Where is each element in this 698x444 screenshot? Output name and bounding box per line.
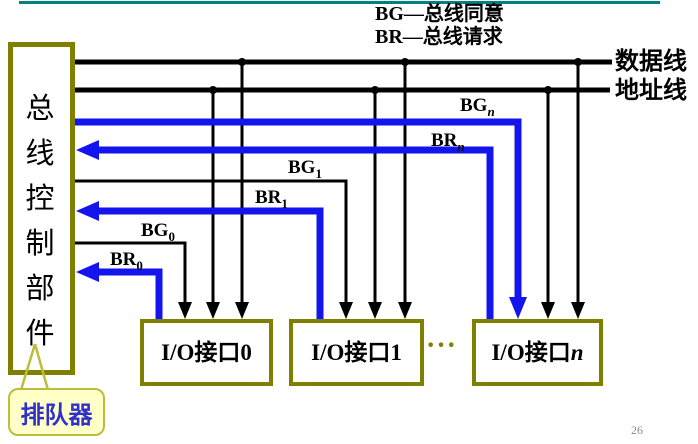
top-divider-bar: [19, 1, 660, 4]
br1-line: [96, 207, 324, 321]
queue-callout-label: 排队器: [20, 402, 93, 429]
io-box-0-label: I/O接口0: [161, 340, 252, 365]
bgn-label: BGn: [460, 95, 495, 119]
blue-arrow-icons: [76, 140, 527, 319]
bg0-line: [75, 241, 187, 304]
callout-pointer: [19, 343, 50, 391]
bg1-line: [75, 179, 348, 304]
down-arrow-icons: [178, 302, 585, 319]
bg1-label: BG1: [288, 157, 322, 181]
br0-line: [96, 268, 163, 321]
io-box-1: [289, 319, 424, 386]
br1-label: BR1: [255, 187, 288, 211]
ellipsis: ···: [426, 330, 458, 361]
brn-line: [96, 146, 494, 321]
queue-callout: 排队器: [8, 388, 105, 436]
address-bus-label: 地址线: [615, 78, 687, 104]
io-box-1-label: I/O接口1: [311, 340, 402, 365]
bus-drop-lines: [211, 62, 580, 304]
io-box-n-label: I/O接口n: [491, 340, 584, 365]
brn-label: BRn: [431, 130, 465, 154]
bg0-label: BG0: [141, 220, 175, 244]
legend-bus-request: BR—总线请求: [375, 26, 503, 48]
controller-box: [8, 42, 75, 375]
controller-label: 总 线 控 制 部 件: [25, 93, 55, 350]
page-number: 26: [631, 423, 643, 437]
legend-bus-grant: BG—总线同意: [375, 3, 504, 25]
data-bus-label: 数据线: [615, 49, 687, 75]
io-box-n: [472, 319, 603, 386]
io-box-0: [140, 319, 273, 386]
br0-label: BR0: [110, 249, 143, 273]
bgn-line: [75, 118, 522, 299]
